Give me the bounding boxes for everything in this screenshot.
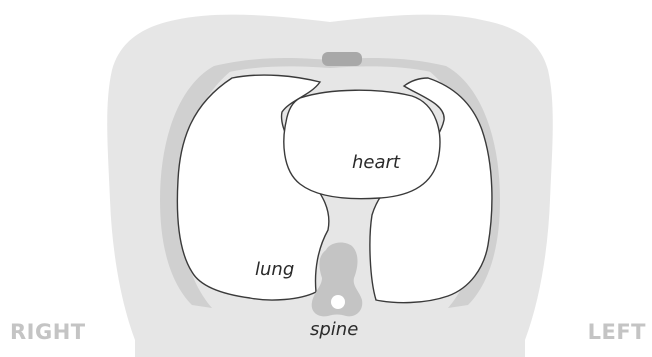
right-side-label: RIGHT bbox=[10, 322, 86, 343]
heart-shape bbox=[284, 90, 440, 198]
heart-label: heart bbox=[352, 152, 401, 173]
spinal-canal bbox=[331, 295, 345, 309]
left-side-label: LEFT bbox=[588, 322, 646, 343]
lung-label: lung bbox=[255, 259, 294, 280]
spine-label: spine bbox=[310, 319, 358, 340]
sternum bbox=[322, 52, 362, 66]
